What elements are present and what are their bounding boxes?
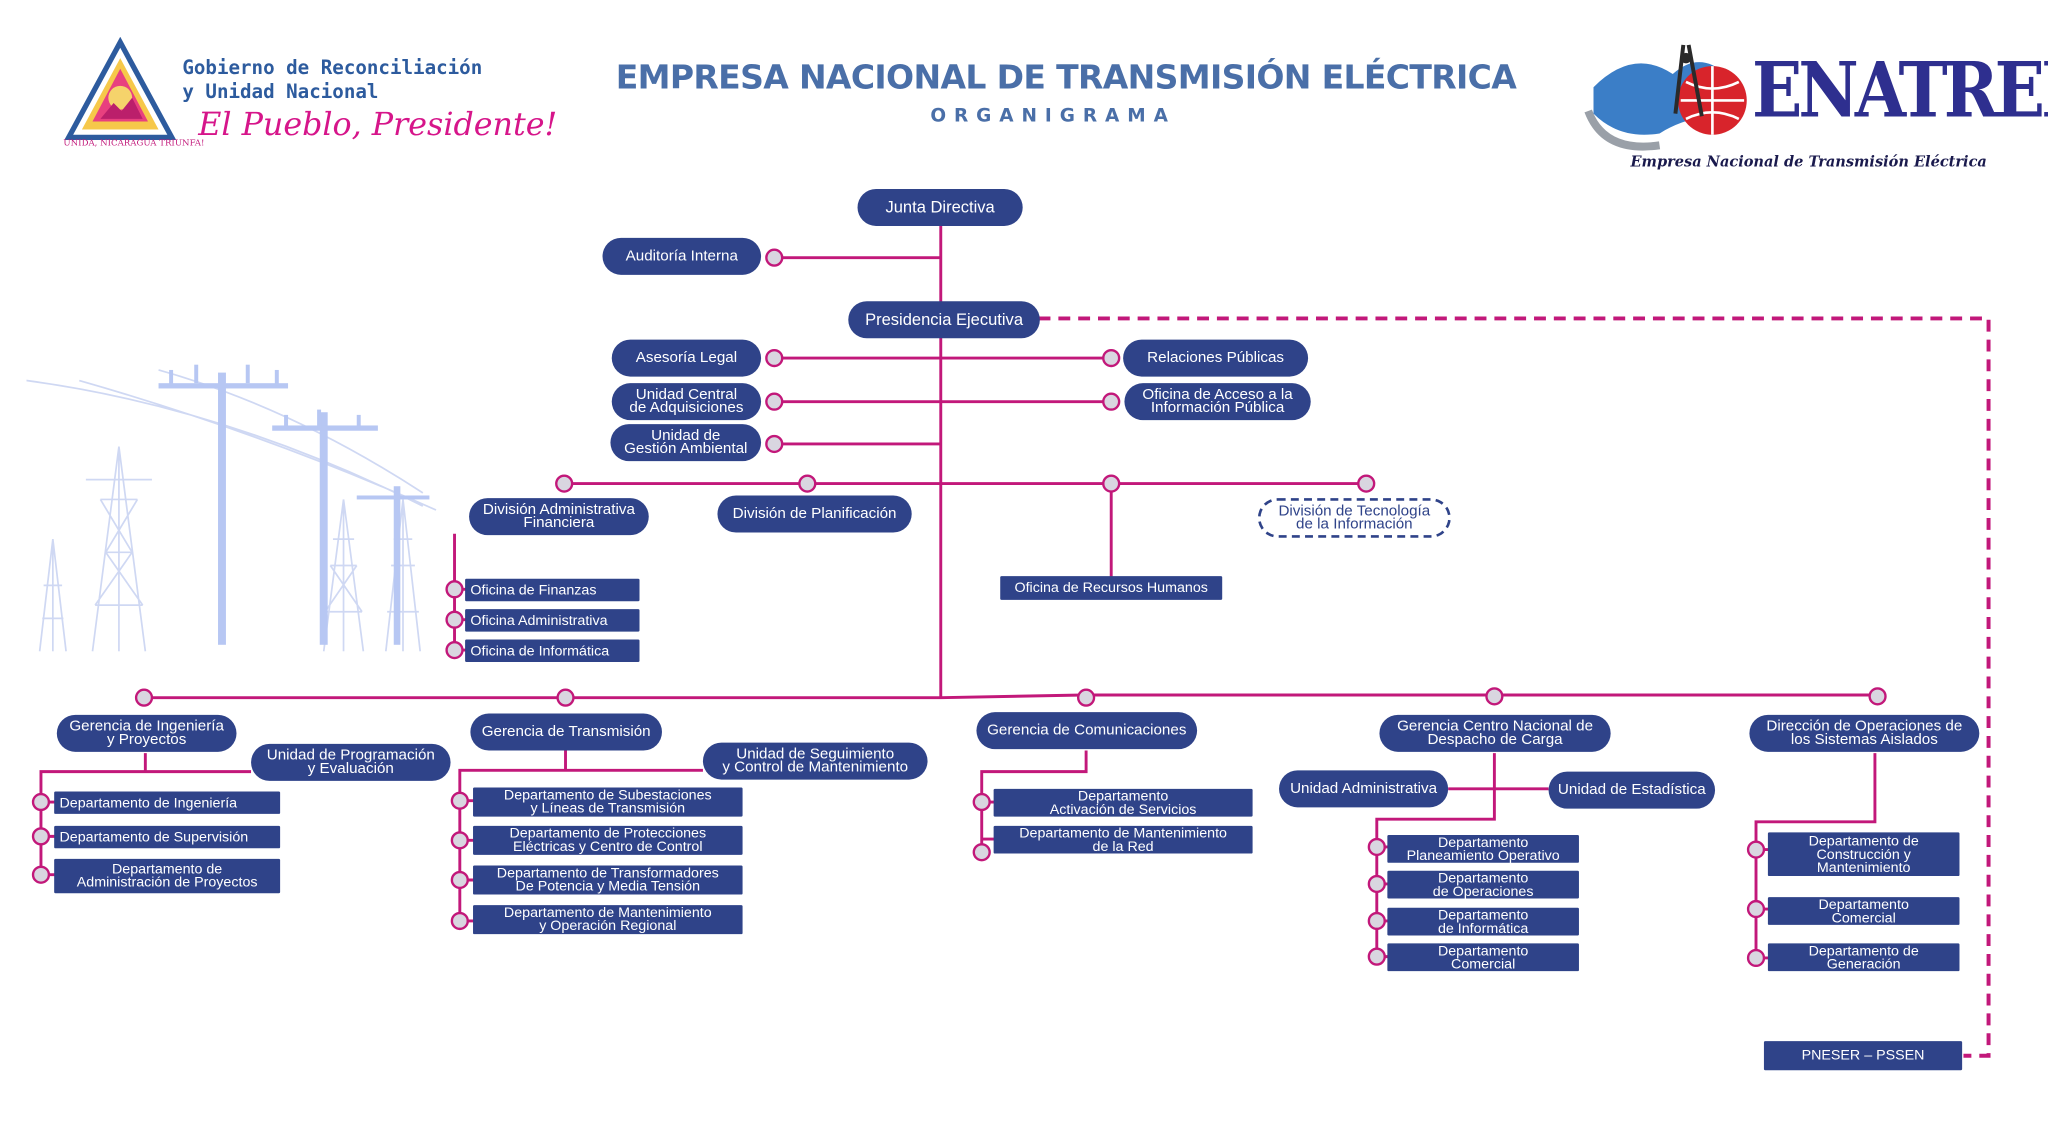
departamento-protecciones-box[interactable]: Departamento de Protecciones Eléctricas … — [473, 825, 743, 855]
relaciones-publicas-box[interactable]: Relaciones Públicas — [1123, 339, 1309, 377]
oficina-informatica-box[interactable]: Oficina de Informática — [465, 639, 640, 662]
departamento-subestaciones-box[interactable]: Departamento de Subestaciones y Líneas d… — [473, 787, 743, 817]
departamento-comercial-despacho-box[interactable]: Departamento Comercial — [1387, 943, 1579, 972]
departamento-informatica-box[interactable]: Departamento de Informática — [1387, 907, 1579, 936]
government-logo: UNIDA, NICARAGUA TRIUNFA! Gobierno de Re… — [61, 36, 557, 156]
government-name-line1: Gobierno de Reconciliación — [182, 58, 483, 80]
oficina-finanzas-box[interactable]: Oficina de Finanzas — [465, 578, 640, 602]
asesoria-legal-box[interactable]: Asesoría Legal — [611, 339, 762, 377]
direccion-sistemas-aislados-box[interactable]: Dirección de Operaciones de los Sistemas… — [1749, 714, 1980, 752]
unidad-central-adquisiciones-box[interactable]: Unidad Central de Adquisiciones — [611, 383, 762, 421]
gerencia-ingenieria-proyectos-box[interactable]: Gerencia de Ingeniería y Proyectos — [56, 714, 237, 752]
division-administrativa-financiera-box[interactable]: División Administrativa Financiera — [469, 498, 649, 536]
seal-text: UNIDA, NICARAGUA TRIUNFA! — [63, 137, 205, 148]
oficina-acceso-informacion-box[interactable]: Oficina de Acceso a la Información Públi… — [1124, 383, 1311, 421]
page-title: EMPRESA NACIONAL DE TRANSMISIÓN ELÉCTRIC… — [615, 58, 1517, 97]
page-subtitle: ORGANIGRAMA — [930, 105, 1176, 127]
departamento-activacion-servicios-box[interactable]: Departamento Activación de Servicios — [993, 788, 1253, 817]
auditoria-interna-box[interactable]: Auditoría Interna — [602, 237, 762, 275]
junta-directiva-box[interactable]: Junta Directiva — [857, 188, 1023, 226]
oficina-administrativa-box[interactable]: Oficina Administrativa — [465, 609, 640, 632]
government-name-line2: y Unidad Nacional — [182, 81, 379, 104]
departamento-mantenimiento-operacion-box[interactable]: Departamento de Mantenimiento y Operació… — [473, 905, 743, 935]
departamento-mantenimiento-red-box[interactable]: Departamento de Mantenimiento de la Red — [993, 825, 1253, 854]
departamento-administracion-proyectos-box[interactable]: Departamento de Administración de Proyec… — [54, 858, 281, 894]
presidencia-ejecutiva-box[interactable]: Presidencia Ejecutiva — [848, 301, 1040, 339]
departamento-planeamiento-operativo-box[interactable]: Departamento Planeamiento Operativo — [1387, 835, 1579, 863]
division-planificacion-box[interactable]: División de Planificación — [717, 495, 912, 533]
government-slogan: El Pueblo, Presidente! — [198, 105, 558, 143]
pneser-dashed-connector — [1038, 316, 1991, 1058]
unidad-administrativa-box[interactable]: Unidad Administrativa — [1279, 770, 1449, 808]
division-tecnologia-informacion-box[interactable]: División de Tecnología de la Información — [1257, 498, 1451, 538]
gerencia-transmision-box[interactable]: Gerencia de Transmisión — [470, 713, 662, 751]
departamento-construccion-mantenimiento-box[interactable]: Departamento de Construcción y Mantenimi… — [1767, 832, 1960, 877]
unidad-estadistica-box[interactable]: Unidad de Estadística — [1548, 771, 1716, 809]
unidad-gestion-ambiental-box[interactable]: Unidad de Gestión Ambiental — [610, 424, 762, 462]
departamento-generacion-box[interactable]: Departamento de Generación — [1767, 943, 1960, 972]
gerencia-despacho-carga-box[interactable]: Gerencia Centro Nacional de Despacho de … — [1379, 714, 1611, 752]
unidad-programacion-evaluacion-box[interactable]: Unidad de Programación y Evaluación — [251, 743, 451, 781]
departamento-supervision-box[interactable]: Departamento de Supervisión — [54, 825, 281, 849]
departamento-transformadores-box[interactable]: Departamento de Transformadores De Poten… — [473, 865, 743, 895]
departamento-ingenieria-box[interactable]: Departamento de Ingeniería — [54, 791, 281, 814]
enatrel-tagline: Empresa Nacional de Transmisión Eléctric… — [1630, 153, 1987, 171]
enatrel-logo: ENATREL Empresa Nacional de Transmisión … — [1580, 34, 2048, 171]
departamento-operaciones-box[interactable]: Departamento de Operaciones — [1387, 870, 1579, 899]
enatrel-wordmark: ENATREL — [1752, 44, 2048, 135]
unidad-seguimiento-control-box[interactable]: Unidad de Seguimiento y Control de Mante… — [702, 742, 928, 780]
nicaragua-seal-icon — [64, 36, 177, 141]
departamento-comercial-aislados-box[interactable]: Departamento Comercial — [1767, 897, 1960, 925]
pneser-pssen-box[interactable]: PNESER – PSSEN — [1763, 1041, 1963, 1071]
globe-lineman-icon — [1584, 44, 1747, 151]
gerencia-comunicaciones-box[interactable]: Gerencia de Comunicaciones — [976, 712, 1198, 750]
transmission-towers-illustration — [26, 364, 437, 652]
oficina-recursos-humanos-box[interactable]: Oficina de Recursos Humanos — [1000, 576, 1223, 600]
